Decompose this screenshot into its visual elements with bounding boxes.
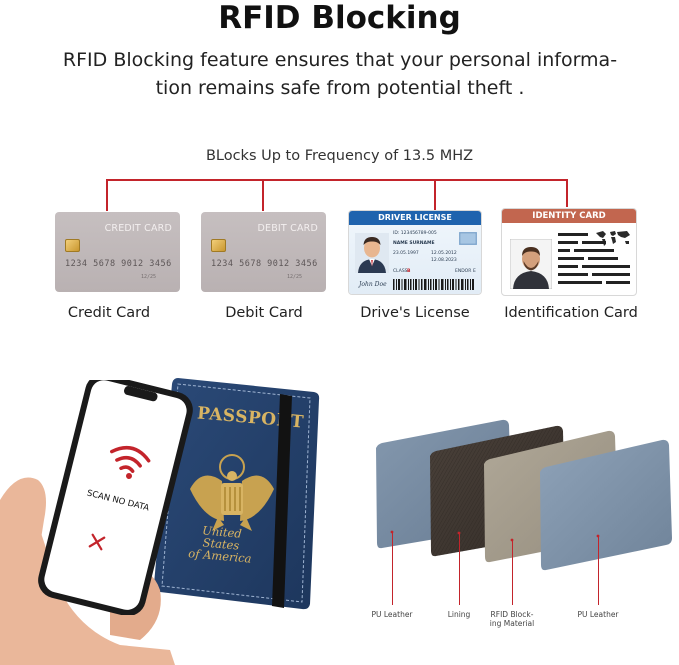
driver-license-image: DRIVER LICENSE ID: 123456789-005 NAME SU… xyxy=(348,210,482,295)
credit-card-caption: Credit Card xyxy=(67,305,151,321)
chip-icon xyxy=(65,239,80,252)
material-layers-illustration: PU Leather Lining RFID Block- ing Materi… xyxy=(360,410,679,650)
debit-card-printed-label: DEBIT CARD xyxy=(257,223,318,234)
chip-icon xyxy=(211,239,226,252)
debit-card-image: DEBIT CARD 1234 5678 9012 3456 12/25 xyxy=(201,212,326,292)
dl-date-2: 12.05.2012 xyxy=(431,251,457,256)
dl-date-1: 23.05.1997 xyxy=(393,251,419,256)
feature-description: RFID Blocking feature ensures that your … xyxy=(40,46,640,102)
driver-license-caption: Drive's License xyxy=(360,305,470,321)
dl-endorse-label: ENDOR xyxy=(455,269,472,274)
description-line-1: RFID Blocking feature ensures that your … xyxy=(62,49,618,71)
world-map-icon xyxy=(596,231,630,246)
dl-id-number: ID: 123456789-005 xyxy=(393,231,437,236)
layers-graphic xyxy=(376,419,672,571)
bracket-drop-2 xyxy=(262,179,264,211)
pointer-line-4 xyxy=(597,536,599,605)
dl-endorse-value: E xyxy=(473,269,476,274)
description-line-2: tion remains safe from potential theft . xyxy=(155,77,525,99)
credit-card-expiry: 12/25 xyxy=(141,274,157,280)
barcode-icon xyxy=(393,279,474,290)
debit-card-caption: Debit Card xyxy=(225,305,303,321)
pointer-line-1 xyxy=(391,532,393,605)
thumb-graphic xyxy=(0,477,46,580)
debit-card-expiry: 12/25 xyxy=(287,274,303,280)
dl-signature: John Doe xyxy=(359,281,387,288)
credit-card-number: 1234 5678 9012 3456 xyxy=(65,259,172,269)
portrait-icon xyxy=(355,233,389,273)
frequency-label: BLocks Up to Frequency of 13.5 MHZ xyxy=(205,148,474,164)
identity-card-image: IDENTITY CARD xyxy=(501,208,637,296)
pointer-line-2 xyxy=(458,533,460,605)
debit-card-number: 1234 5678 9012 3456 xyxy=(211,259,318,269)
page-title: RFID Blocking xyxy=(218,0,461,36)
bracket-horizontal xyxy=(106,179,568,181)
bracket-drop-4 xyxy=(566,179,568,207)
layer-label-2: Lining xyxy=(447,610,471,619)
dl-name-field: NAME SURNAME xyxy=(393,241,435,246)
close-icon xyxy=(88,533,106,551)
phone-frame xyxy=(38,380,193,615)
layer-label-1: PU Leather xyxy=(371,610,413,619)
pointer-line-3 xyxy=(511,540,513,605)
driver-license-title: DRIVER LICENSE xyxy=(378,213,452,222)
elastic-band xyxy=(272,394,292,608)
layer-label-4: PU Leather xyxy=(577,610,619,619)
wifi-icon xyxy=(110,445,151,479)
portrait-icon xyxy=(510,239,552,289)
bracket-drop-1 xyxy=(106,179,108,211)
identity-card-caption: Identification Card xyxy=(504,305,638,321)
dl-date-3: 12.08.2023 xyxy=(431,258,457,263)
credit-card-printed-label: CREDIT CARD xyxy=(104,223,172,234)
identity-card-title: IDENTITY CARD xyxy=(532,211,606,221)
flag-icon xyxy=(459,232,477,245)
layer-label-3: RFID Block- ing Material xyxy=(489,610,535,628)
text-lines-graphic xyxy=(558,233,630,284)
credit-card-image: CREDIT CARD 1234 5678 9012 3456 12/25 xyxy=(55,212,180,292)
dl-class-value: B xyxy=(407,269,411,274)
dl-class-label: CLASS xyxy=(393,269,408,274)
phone-passport-illustration: PASSPORT United States of America SCAN N… xyxy=(0,360,340,665)
bracket-drop-3 xyxy=(434,179,436,211)
